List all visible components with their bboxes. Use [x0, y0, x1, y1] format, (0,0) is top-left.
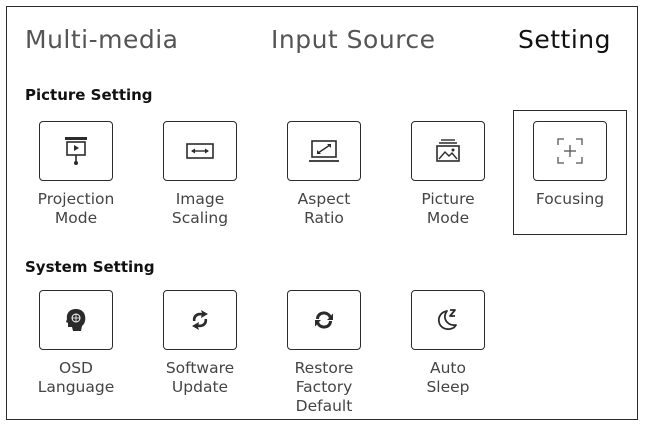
image-scaling-tile[interactable]: Image Scaling [147, 121, 253, 228]
software-update-icon [192, 310, 208, 330]
software-update-tile[interactable]: Software Update [147, 290, 253, 397]
aspect-ratio-button[interactable] [287, 121, 361, 181]
image-scaling-button[interactable] [163, 121, 237, 181]
tab-input-source[interactable]: Input Source [271, 25, 436, 54]
projection-mode-icon [65, 137, 87, 165]
auto-sleep-icon [437, 309, 457, 331]
software-update-button[interactable] [163, 290, 237, 350]
focusing-button[interactable] [533, 121, 607, 181]
software-update-label: Software Update [165, 359, 235, 396]
restore-factory-default-icon [315, 311, 333, 329]
tab-setting[interactable]: Setting [518, 25, 612, 54]
restore-factory-default-button[interactable] [287, 290, 361, 350]
aspect-ratio-tile[interactable]: Aspect Ratio [271, 121, 377, 228]
system-setting-heading: System Setting [25, 258, 155, 276]
picture-mode-label: Picture Mode [421, 190, 475, 227]
image-scaling-icon [186, 143, 214, 159]
tab-multi-media[interactable]: Multi-media [25, 25, 179, 54]
auto-sleep-tile[interactable]: Auto Sleep [395, 290, 501, 397]
aspect-ratio-label: Aspect Ratio [297, 190, 351, 227]
focusing-tile[interactable]: Focusing [517, 121, 623, 209]
projection-mode-button[interactable] [39, 121, 113, 181]
restore-factory-default-label: Restore Factory Default [294, 359, 354, 415]
auto-sleep-button[interactable] [411, 290, 485, 350]
osd-language-button[interactable] [39, 290, 113, 350]
auto-sleep-label: Auto Sleep [426, 359, 470, 396]
restore-factory-default-tile[interactable]: Restore Factory Default [271, 290, 377, 416]
picture-mode-tile[interactable]: Picture Mode [395, 121, 501, 228]
picture-setting-heading: Picture Setting [25, 86, 153, 104]
image-scaling-label: Image Scaling [171, 190, 229, 227]
projection-mode-label: Projection Mode [37, 190, 115, 227]
projection-mode-tile[interactable]: Projection Mode [23, 121, 129, 228]
picture-mode-button[interactable] [411, 121, 485, 181]
aspect-ratio-icon [309, 140, 339, 162]
picture-mode-icon [436, 139, 460, 162]
osd-language-tile[interactable]: OSD Language [23, 290, 129, 397]
osd-language-label: OSD Language [37, 359, 115, 396]
settings-panel: Multi-media Input Source Setting Picture… [6, 6, 638, 420]
focus-highlight [513, 110, 627, 235]
focusing-icon [557, 138, 583, 164]
focusing-label: Focusing [535, 190, 605, 208]
osd-language-icon [66, 309, 86, 331]
